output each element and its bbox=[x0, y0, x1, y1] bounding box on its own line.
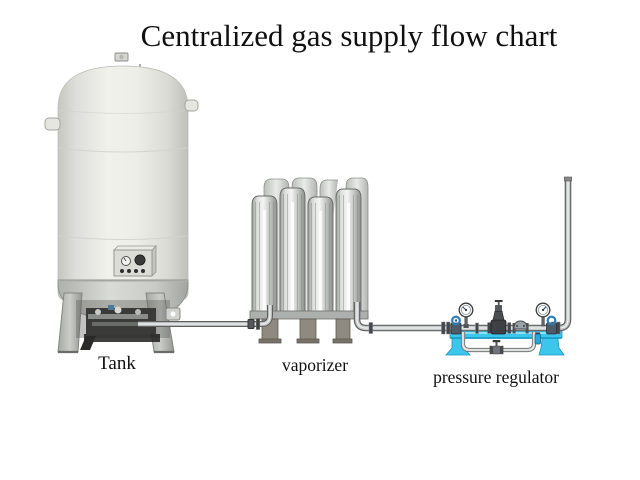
drain-valve bbox=[534, 332, 541, 345]
pressure-regulator-assembly bbox=[450, 300, 557, 345]
tank-control-panel bbox=[113, 245, 157, 277]
vaporizer-tube-gaps bbox=[263, 202, 350, 313]
inlet-pressure-gauge bbox=[458, 302, 474, 328]
bypass-loop bbox=[460, 332, 537, 355]
outlet-valve bbox=[546, 315, 557, 335]
cryogenic-tank bbox=[44, 52, 199, 354]
check-valve bbox=[512, 320, 529, 334]
bypass-valve bbox=[489, 340, 504, 355]
vaporizer-fins bbox=[255, 194, 358, 314]
main-gas-line bbox=[353, 176, 572, 335]
tank-lug-right bbox=[184, 99, 199, 112]
inlet-valve bbox=[450, 315, 462, 335]
tank-valve-assembly bbox=[76, 300, 181, 350]
riser-top-cap bbox=[564, 176, 572, 182]
vaporizer-unit bbox=[249, 177, 369, 344]
pressure-regulator-label: pressure regulator bbox=[433, 367, 559, 387]
pipe-tank-to-vaporizer bbox=[138, 305, 273, 330]
tank-lug-left bbox=[44, 117, 61, 131]
vaporizer-label: vaporizer bbox=[282, 355, 348, 375]
vaporizer-feet bbox=[258, 318, 353, 344]
outlet-pressure-gauge bbox=[535, 302, 551, 327]
tank-label: Tank bbox=[98, 353, 136, 374]
tank-seams bbox=[57, 109, 189, 240]
page-title: Centralized gas supply flow chart bbox=[141, 18, 558, 53]
tank-level-dial bbox=[134, 254, 146, 266]
regulator-valve bbox=[487, 300, 511, 335]
